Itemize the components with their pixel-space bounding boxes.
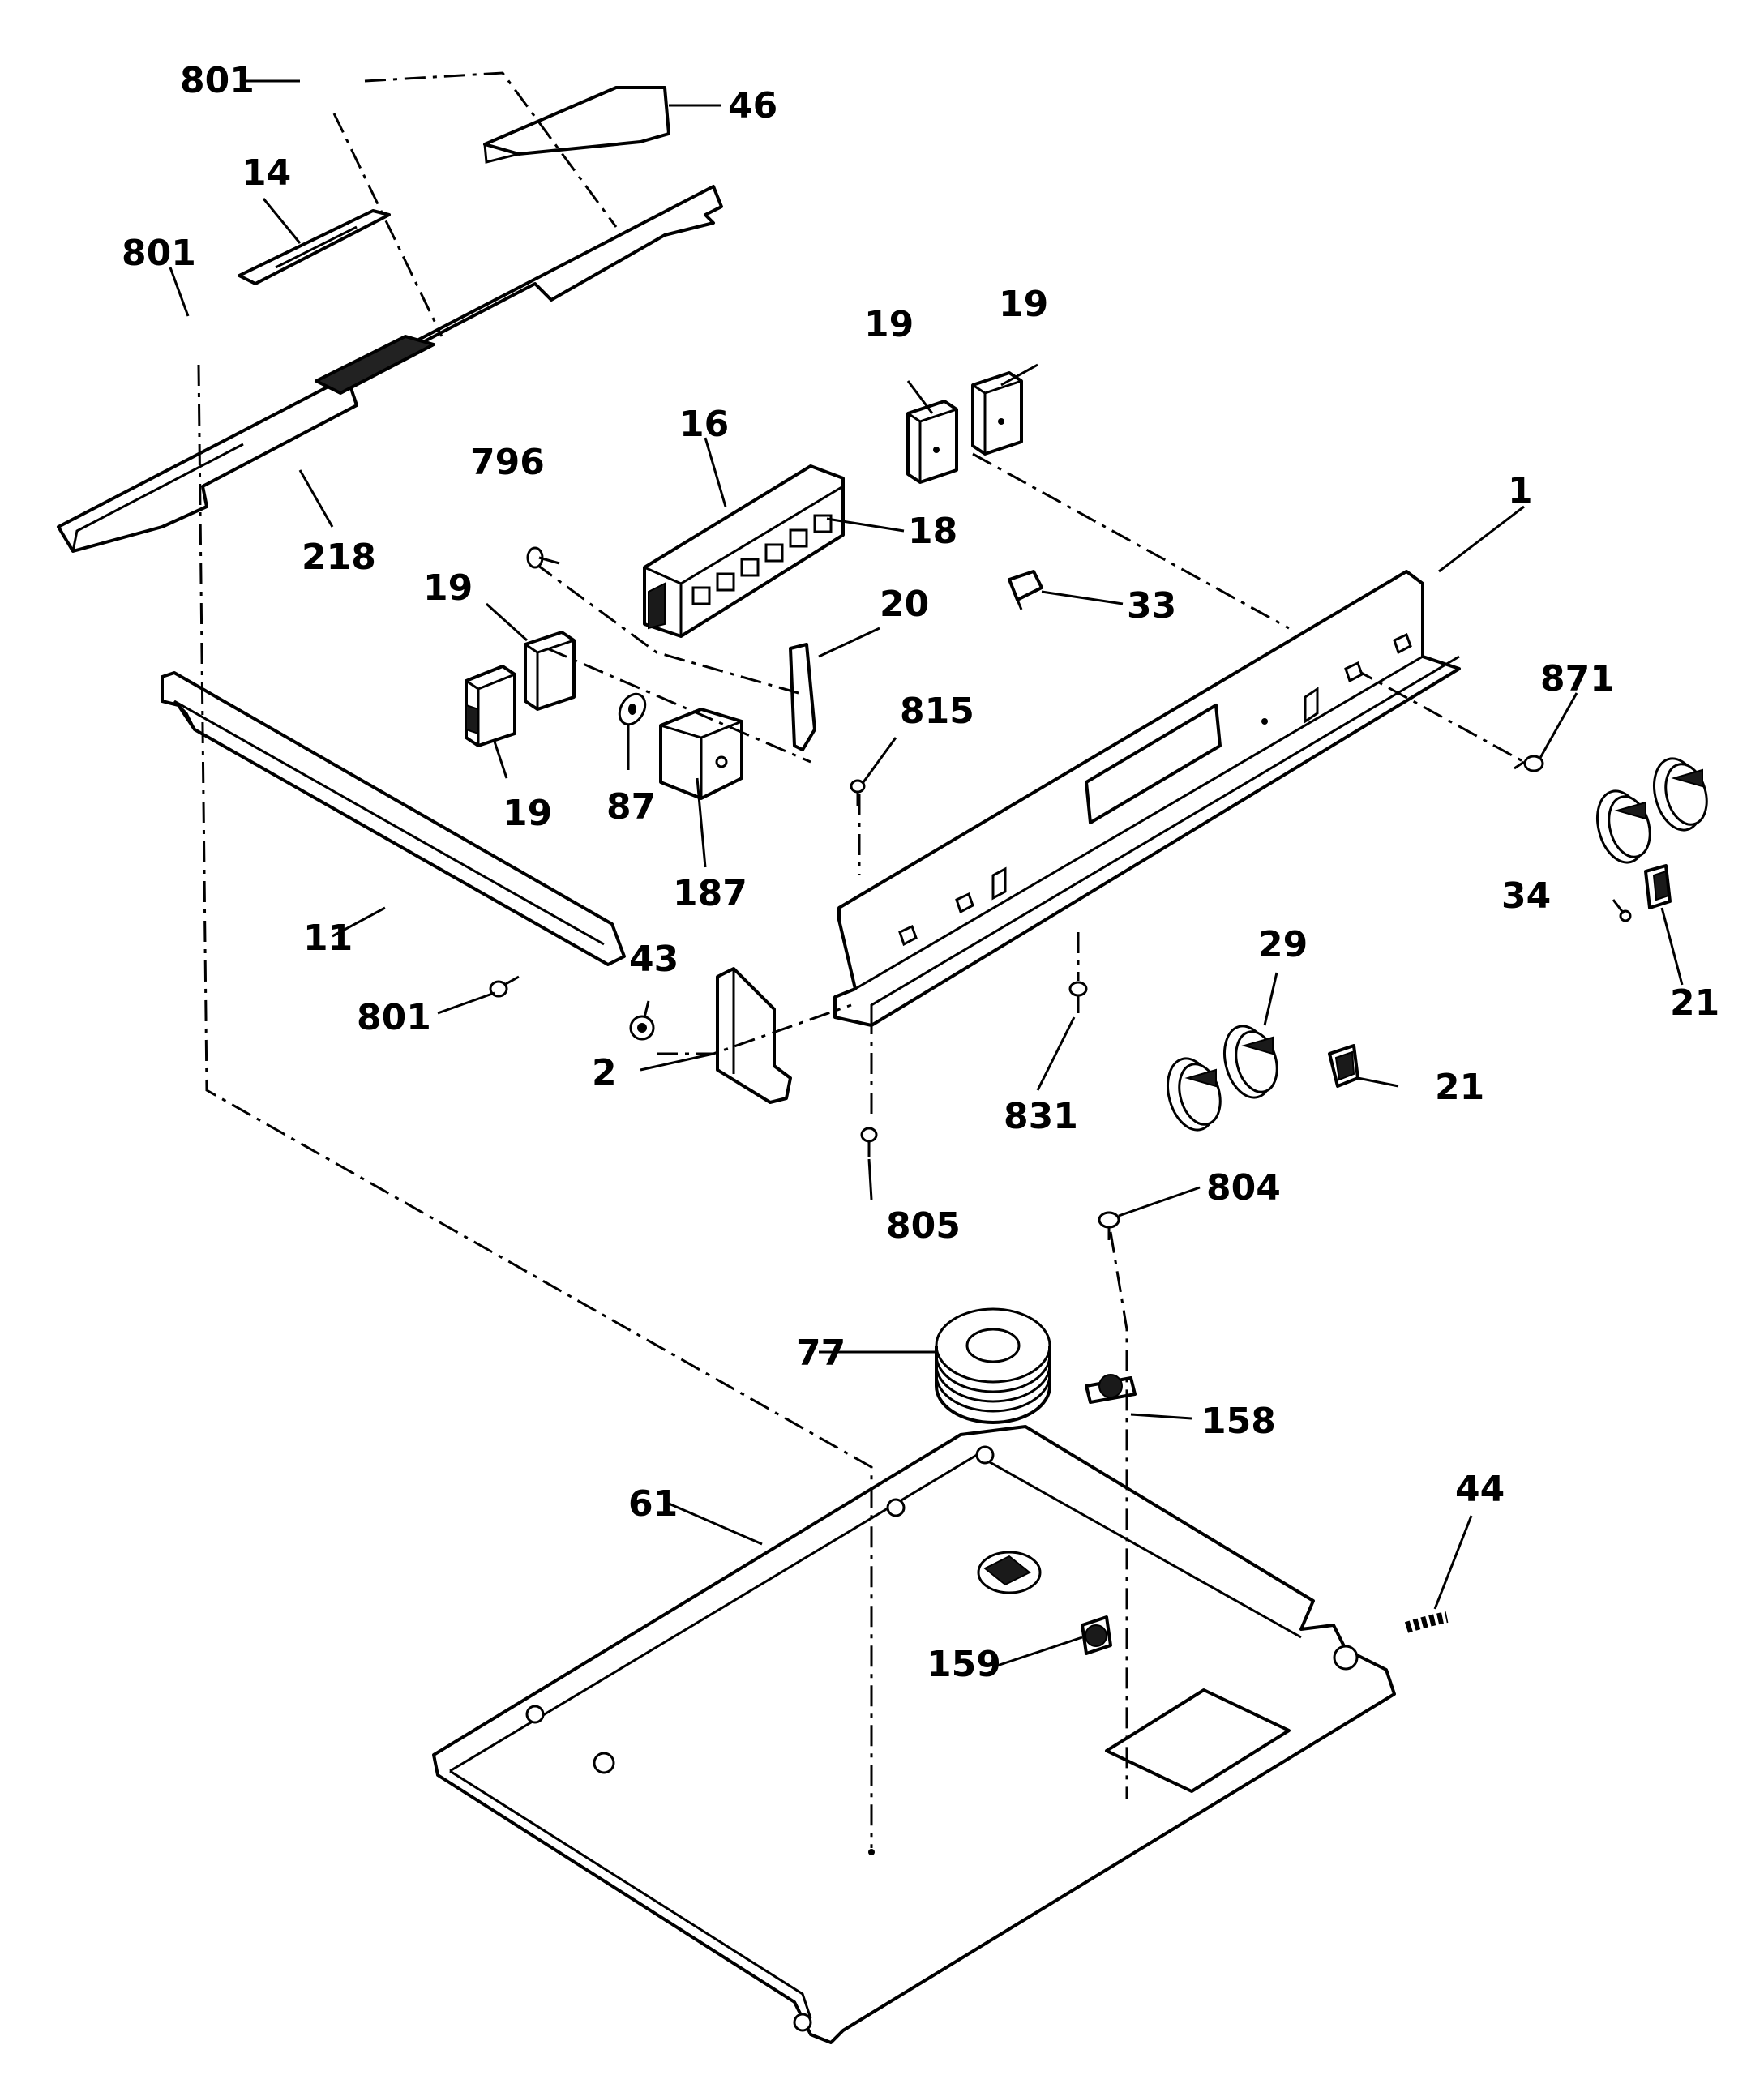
part-44-cable: [1404, 1611, 1449, 1633]
label-19-left-lower: 19: [503, 793, 552, 834]
label-21-right: 21: [1670, 982, 1719, 1024]
part-804-screw: [1098, 1211, 1120, 1240]
part-796-screw: [526, 546, 560, 569]
label-44: 44: [1455, 1469, 1505, 1510]
part-2-bracket: [716, 967, 792, 1104]
label-801-bottom: 801: [357, 997, 431, 1038]
part-1-control-panel: [833, 570, 1461, 1027]
label-831: 831: [1004, 1096, 1078, 1137]
part-33-connector: [1008, 570, 1043, 610]
label-43: 43: [629, 939, 679, 980]
part-77-coil: [935, 1307, 1051, 1424]
label-19-left-upper: 19: [423, 567, 473, 609]
assembly-lines: [197, 71, 1525, 1848]
part-21-rocker-lower: [1328, 1044, 1359, 1088]
part-187-box: [659, 708, 743, 800]
label-804: 804: [1206, 1167, 1281, 1209]
part-801-screw-lower: [489, 975, 520, 998]
label-16: 16: [679, 404, 729, 445]
part-46-bracket: [483, 86, 670, 164]
label-34: 34: [1501, 875, 1551, 917]
label-14: 14: [242, 152, 291, 194]
label-801-top: 801: [180, 60, 255, 101]
label-218: 218: [302, 537, 376, 578]
part-871-screw: [1514, 755, 1544, 772]
label-33: 33: [1127, 585, 1176, 627]
label-19-top-left: 19: [864, 304, 914, 345]
part-19-switch-lower: [465, 631, 576, 747]
part-29-knobs: [1167, 1025, 1278, 1132]
label-20: 20: [880, 584, 929, 625]
part-14-bracket: [238, 209, 391, 285]
label-19-top-right: 19: [999, 284, 1048, 325]
part-knobs-upper: [1596, 757, 1708, 864]
part-831-screw: [1068, 981, 1088, 1013]
part-815-screw: [850, 779, 866, 806]
leader-lines: [169, 79, 1684, 1667]
part-805-screw: [860, 1127, 878, 1157]
part-43-nut: [629, 1015, 655, 1041]
label-815: 815: [900, 691, 974, 732]
label-11: 11: [303, 918, 353, 959]
label-796: 796: [470, 442, 545, 483]
part-158-thermostat: [1085, 1374, 1137, 1404]
part-20-bracket: [789, 643, 816, 751]
part-61-base-pan: [432, 1425, 1396, 2044]
label-871: 871: [1540, 658, 1615, 700]
label-805: 805: [886, 1205, 961, 1247]
part-16-control-board: [643, 464, 845, 638]
label-61: 61: [628, 1483, 678, 1525]
part-218-upper-panel: [57, 185, 723, 553]
label-46: 46: [728, 85, 777, 126]
label-2: 2: [592, 1052, 617, 1093]
label-87: 87: [606, 786, 656, 828]
label-159: 159: [927, 1644, 1001, 1685]
label-21-center: 21: [1435, 1067, 1484, 1108]
part-19-switch-upper: [906, 371, 1023, 484]
label-1: 1: [1508, 470, 1533, 511]
label-18: 18: [908, 511, 957, 552]
label-77: 77: [796, 1333, 846, 1374]
part-87-washer: [618, 692, 647, 726]
part-labels: 801 46 14 801 218 16 18 796 19 19 19 19 …: [122, 60, 1719, 1685]
label-29: 29: [1258, 924, 1308, 965]
part-21-rocker-upper: [1644, 864, 1672, 909]
label-801-left: 801: [122, 233, 196, 274]
label-158: 158: [1201, 1401, 1276, 1442]
part-159-thermostat: [1081, 1615, 1112, 1655]
label-187: 187: [673, 873, 747, 914]
part-11-rail: [161, 671, 626, 966]
